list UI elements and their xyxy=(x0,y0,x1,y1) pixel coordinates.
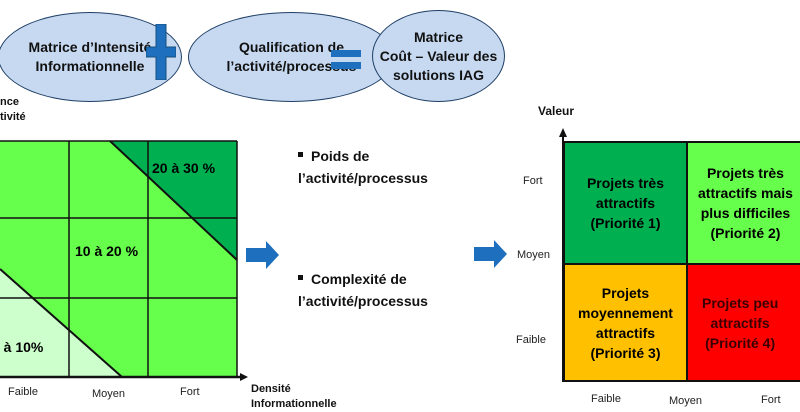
arrow-right-icon xyxy=(246,241,279,269)
equals-icon xyxy=(331,50,361,69)
arrow-right-icon xyxy=(474,240,507,268)
right-x-tick: Fort xyxy=(761,394,781,406)
ellipse-text: Qualification de l’activité/processus xyxy=(226,39,357,74)
ellipse-qualification: Qualification de l’activité/processus xyxy=(188,12,395,102)
right-y-tick: Fort xyxy=(523,175,543,187)
left-x-tick: Fort xyxy=(180,386,200,398)
right-y-tick: Faible xyxy=(516,334,546,346)
right-x-tick: Moyen xyxy=(669,395,703,407)
right-y-tick: Moyen xyxy=(517,249,551,261)
zone-low-label: 5 à 10% xyxy=(0,339,44,355)
zone-medium-label: 10 à 20 % xyxy=(75,243,139,259)
right-x-tick: Faible xyxy=(591,393,621,405)
zone-high-label: 20 à 30 % xyxy=(152,160,216,176)
right-y-axis-label: Valeur xyxy=(538,104,575,118)
left-x-tick: Moyen xyxy=(92,388,126,400)
plus-icon xyxy=(146,24,176,80)
left-x-tick: Faible xyxy=(8,386,38,398)
intensity-matrix xyxy=(0,140,248,381)
ellipse-text: Matrice d’Intensité Informationnelle xyxy=(28,39,152,74)
